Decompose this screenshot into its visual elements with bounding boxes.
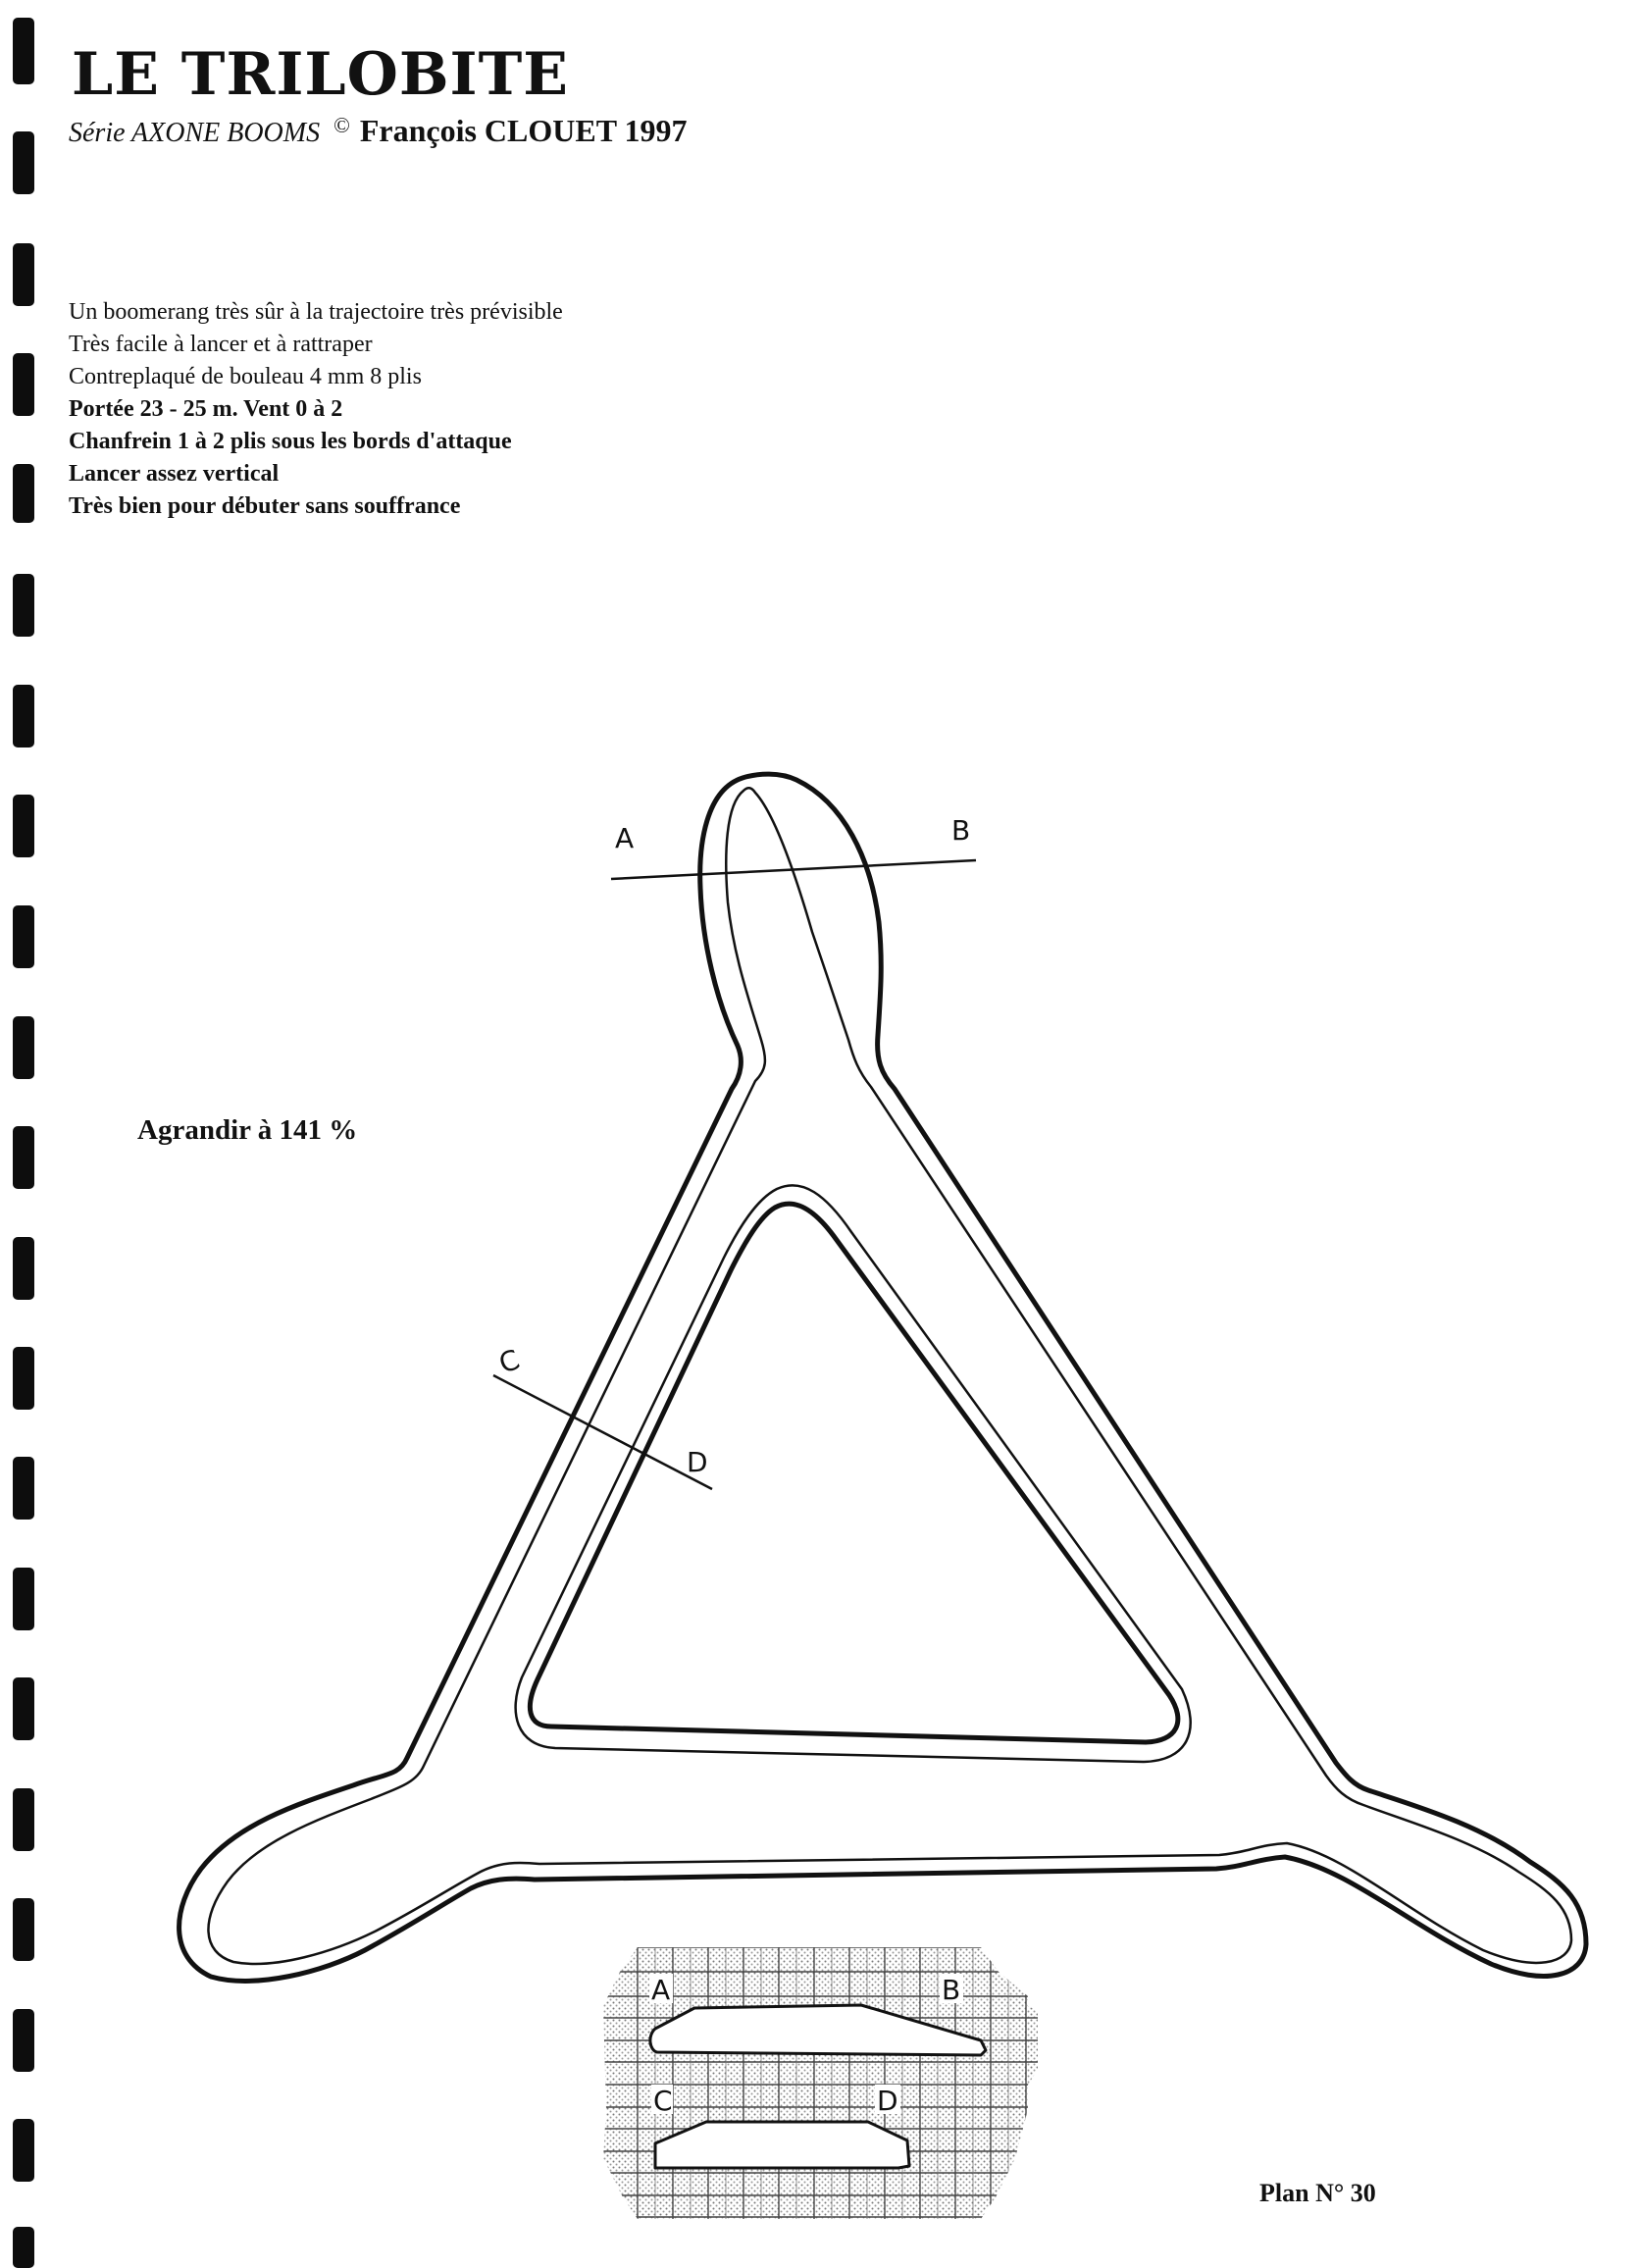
binding-mark — [13, 1016, 34, 1079]
profile-label-b: B — [942, 1974, 960, 2006]
profile-cd — [653, 2120, 911, 2170]
binding-mark — [13, 243, 34, 306]
series-label: Série AXONE BOOMS — [69, 118, 321, 148]
subtitle: Série AXONE BOOMS © François CLOUET 1997 — [69, 115, 687, 147]
binding-mark — [13, 18, 34, 84]
section-line-cd — [492, 1373, 713, 1491]
cross-section-grid — [603, 1947, 1038, 2219]
author-year: François CLOUET 1997 — [359, 113, 688, 148]
description-line: Lancer assez vertical — [69, 461, 280, 487]
boomerang-inner-offset — [514, 1184, 1192, 1764]
binding-mark — [13, 685, 34, 747]
binding-mark — [13, 795, 34, 857]
description-line: Très bien pour débuter sans souffrance — [69, 493, 461, 519]
binding-mark — [13, 905, 34, 968]
profile-label-a: A — [651, 1974, 670, 2006]
profile-label-c: C — [653, 2085, 673, 2117]
binding-mark — [13, 2009, 34, 2072]
boomerang-outer-outline — [177, 771, 1589, 1984]
plan-number: Plan N° 30 — [1259, 2179, 1376, 2207]
scale-note: Agrandir à 141 % — [137, 1114, 358, 1146]
description-line: Portée 23 - 25 m. Vent 0 à 2 — [69, 396, 343, 422]
binding-mark — [13, 464, 34, 523]
binding-mark — [13, 1457, 34, 1520]
binding-mark — [13, 1126, 34, 1189]
binding-mark — [13, 131, 34, 194]
binding-mark — [13, 2119, 34, 2182]
section-line-ab — [610, 858, 977, 881]
binding-mark — [13, 1237, 34, 1300]
profile-labels: A B C D — [649, 1974, 963, 2117]
section-label-d: D — [687, 1446, 708, 1478]
binding-mark — [13, 1568, 34, 1630]
section-label-b: B — [951, 814, 970, 847]
binding-mark — [13, 1898, 34, 1961]
description-line: Un boomerang très sûr à la trajectoire t… — [69, 299, 563, 325]
binding-mark — [13, 2227, 34, 2268]
description-line: Contreplaqué de bouleau 4 mm 8 plis — [69, 364, 422, 389]
profile-ab — [648, 2003, 988, 2057]
binding-mark — [13, 1347, 34, 1410]
boomerang-chamfer-line — [207, 787, 1573, 1966]
copyright-symbol: © — [333, 113, 350, 137]
binding-mark — [13, 353, 34, 416]
profile-label-d: D — [877, 2085, 898, 2117]
binding-mark — [13, 1677, 34, 1740]
description-line: Très facile à lancer et à rattraper — [69, 332, 373, 357]
section-label-a: A — [615, 822, 634, 854]
description-line: Chanfrein 1 à 2 plis sous les bords d'at… — [69, 429, 512, 454]
description-list: Un boomerang très sûr à la trajectoire t… — [69, 296, 563, 523]
binding-mark — [13, 574, 34, 637]
binding-mark — [13, 1788, 34, 1851]
section-label-c: C — [494, 1343, 524, 1380]
boomerang-inner-outline — [528, 1201, 1181, 1745]
page-title: LE TRILOBITE — [72, 40, 569, 109]
